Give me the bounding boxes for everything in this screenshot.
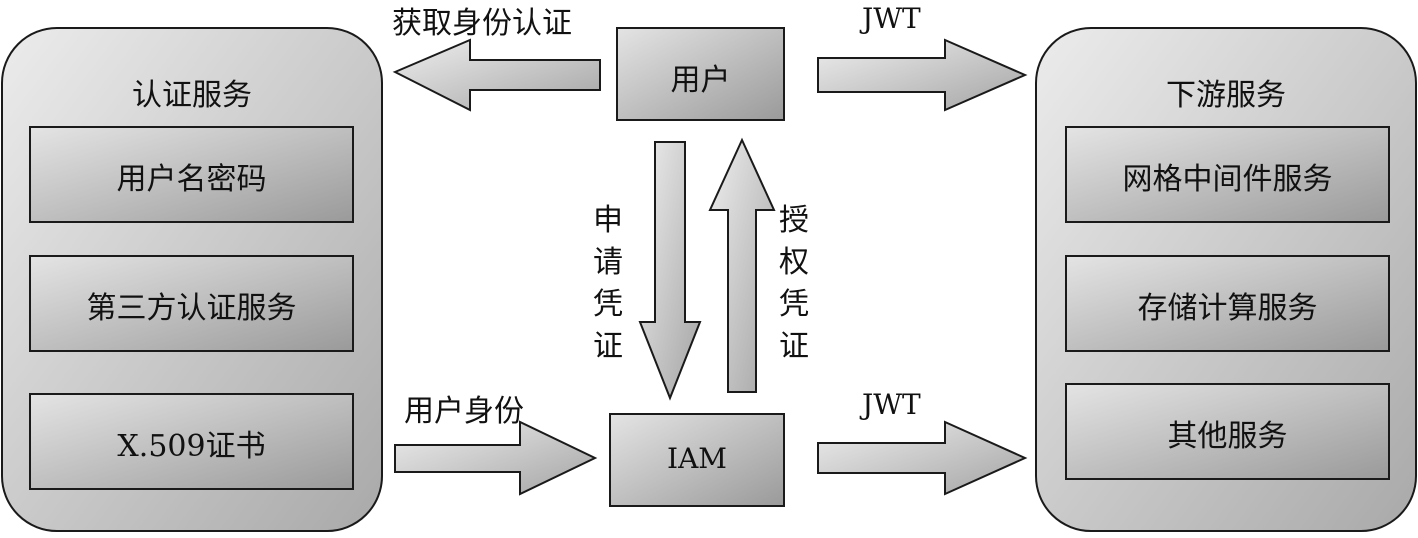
user-jwt-label: JWT [862, 2, 921, 35]
get-identity-arrow [392, 38, 601, 112]
downstream-item-box-2 [1065, 255, 1390, 352]
get-identity-label: 获取身份认证 [392, 6, 572, 41]
downstream-item-box-1 [1065, 126, 1390, 223]
apply-credential-arrow [638, 141, 702, 401]
apply-credential-label: 申请凭证 [593, 203, 623, 364]
iam-box [609, 413, 785, 507]
downstream-item-box-3 [1065, 383, 1390, 480]
iam-box-label: IAM [667, 442, 727, 475]
user-identity-label: 用户身份 [404, 394, 524, 429]
user-jwt-arrow [817, 38, 1028, 112]
auth-item-box-2 [29, 255, 354, 352]
iam-jwt-label: JWT [862, 388, 921, 421]
user-box [616, 27, 785, 121]
iam-jwt-arrow [817, 420, 1028, 496]
downstream-item-storage-compute: 存储计算服务 [1137, 291, 1318, 326]
grant-credential-label: 授权凭证 [779, 203, 809, 364]
auth-item-box-3 [29, 393, 354, 490]
auth-item-third-party: 第三方认证服务 [86, 291, 297, 326]
user-box-label: 用户 [670, 63, 731, 98]
auth-item-username-password: 用户名密码 [116, 162, 267, 197]
downstream-item-other: 其他服务 [1167, 419, 1288, 454]
user-identity-arrow [394, 420, 598, 496]
downstream-item-grid-middleware: 网格中间件服务 [1122, 162, 1333, 197]
auth-item-box-1 [29, 126, 354, 223]
auth-item-x509-cert: X.509证书 [117, 429, 266, 464]
downstream-panel-title: 下游服务 [1166, 78, 1286, 113]
auth-panel-title: 认证服务 [132, 78, 252, 113]
grant-credential-arrow [708, 137, 776, 393]
